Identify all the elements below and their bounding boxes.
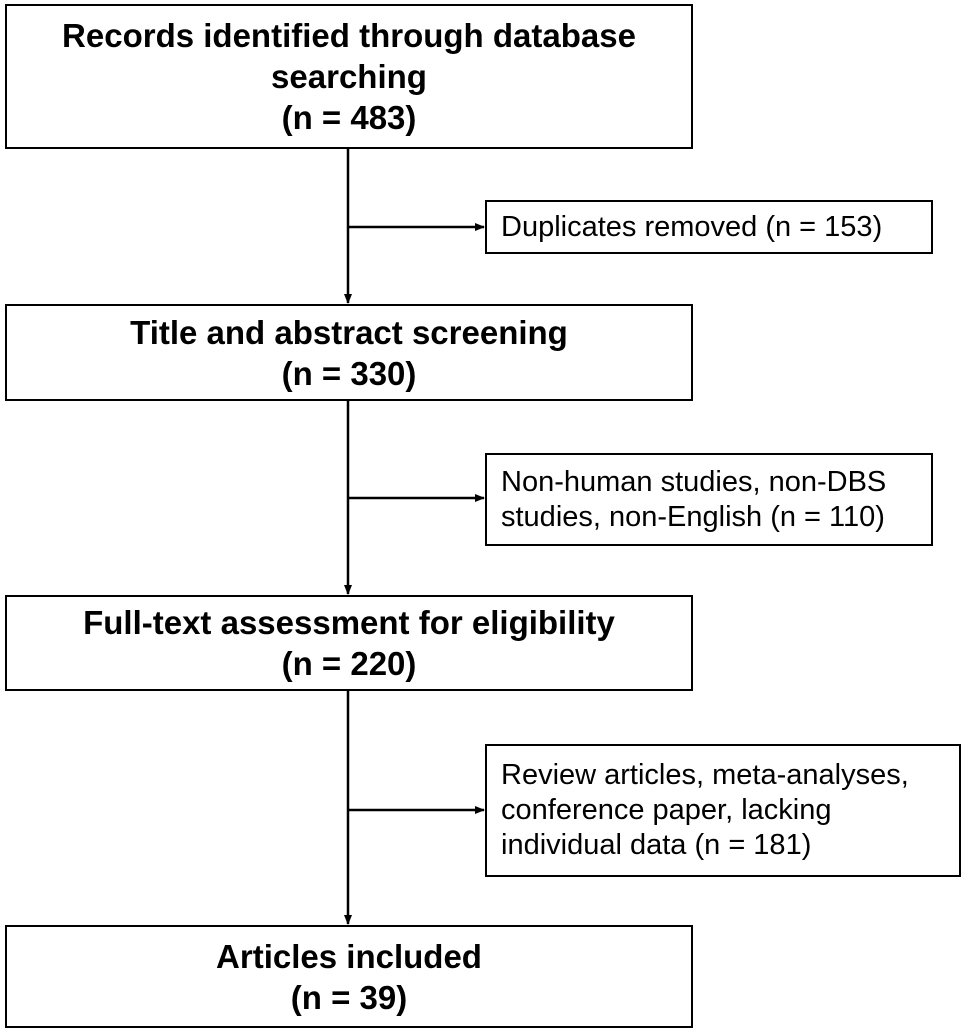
box-line: individual data (n = 181) xyxy=(501,829,812,861)
duplicates-removed-box: Duplicates removed (n = 153) xyxy=(485,200,933,254)
records-identified-box: Records identified through database sear… xyxy=(5,4,693,149)
box-line: studies, non-English (n = 110) xyxy=(501,500,885,533)
screening-box: Title and abstract screening (n = 330) xyxy=(5,304,693,401)
box-line: Records identified through database xyxy=(62,17,636,54)
box-line: Articles included xyxy=(216,937,482,975)
box-line: searching xyxy=(271,58,427,95)
articles-included-box: Articles included (n = 39) xyxy=(5,925,693,1028)
box-line: conference paper, lacking xyxy=(501,794,832,826)
box-line: (n = 330) xyxy=(281,354,417,392)
review-exclusion-box: Review articles, meta-analyses, conferen… xyxy=(485,744,961,877)
box-line: Duplicates removed (n = 153) xyxy=(501,210,883,243)
box-line: Review articles, meta-analyses, xyxy=(501,759,909,791)
box-line: (n = 220) xyxy=(281,645,417,682)
box-line: (n = 483) xyxy=(281,99,417,136)
box-line: Title and abstract screening xyxy=(130,313,568,351)
box-line: Non-human studies, non-DBS xyxy=(501,465,887,498)
fulltext-box: Full-text assessment for eligibility (n … xyxy=(5,595,693,691)
nonhuman-exclusion-box: Non-human studies, non-DBS studies, non-… xyxy=(485,453,933,546)
box-line: Full-text assessment for eligibility xyxy=(83,604,615,641)
box-line: (n = 39) xyxy=(290,978,408,1016)
